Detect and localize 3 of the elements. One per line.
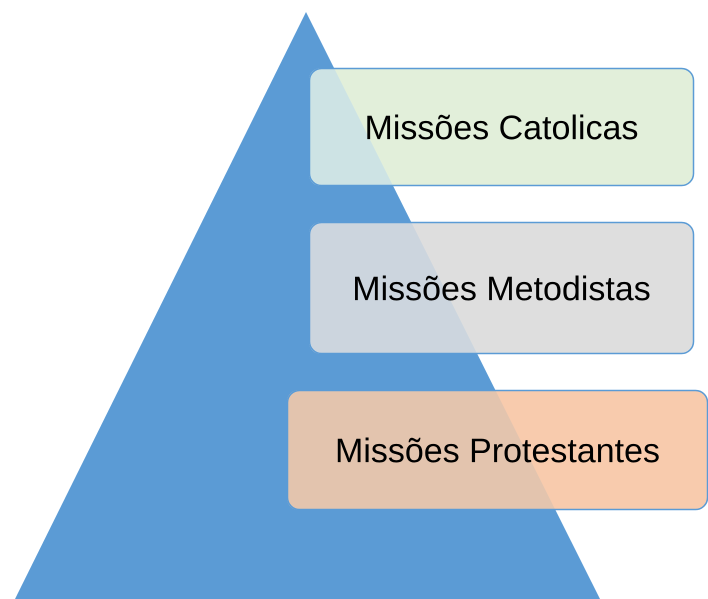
text-box: Missões Metodistas (308, 222, 694, 354)
text-box: Missões Protestantes (286, 390, 708, 510)
text-box: Missões Catolicas (308, 68, 694, 186)
